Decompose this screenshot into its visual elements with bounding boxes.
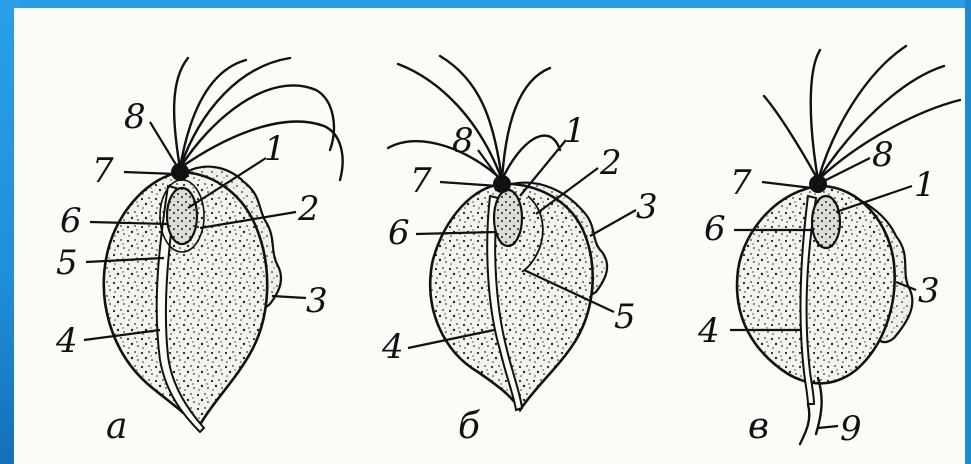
- label-a-4: 4: [55, 321, 78, 361]
- nucleus-a: [167, 188, 197, 244]
- label-b-5: 5: [614, 297, 636, 337]
- label-a-2: 2: [297, 189, 320, 229]
- leader-a-7: [124, 172, 176, 174]
- label-a-1: 1: [264, 129, 286, 169]
- label-c-6: 6: [704, 209, 726, 249]
- label-c-4: 4: [697, 311, 720, 351]
- panel-label-b: б: [458, 406, 481, 447]
- label-c-1: 1: [914, 165, 936, 205]
- leader-b-7: [440, 182, 498, 186]
- panel-b: 8 7 1 2 3 6 5 4 б: [381, 56, 658, 447]
- nucleus-b: [494, 190, 522, 246]
- label-a-7: 7: [92, 151, 114, 191]
- label-b-4: 4: [381, 327, 404, 367]
- label-b-3: 3: [636, 187, 658, 227]
- panel-label-a: а: [106, 406, 127, 447]
- label-c-7: 7: [730, 163, 752, 203]
- leader-a-3: [272, 296, 306, 298]
- nucleus-c: [812, 196, 840, 248]
- label-a-5: 5: [56, 243, 78, 283]
- flagellum-c2: [811, 50, 820, 180]
- flagellum-b4: [502, 68, 550, 180]
- label-a-3: 3: [306, 281, 328, 321]
- leader-c-9: [818, 426, 838, 428]
- label-b-2: 2: [599, 143, 622, 183]
- leader-c-7: [762, 182, 812, 188]
- panel-label-c: в: [748, 406, 769, 447]
- axostyle-tip-c: [816, 378, 822, 434]
- label-b-1: 1: [564, 111, 586, 151]
- leader-b-3: [590, 210, 636, 236]
- label-b-8: 8: [452, 121, 474, 161]
- panel-c: 8 7 1 6 3 4 9 в: [697, 46, 960, 449]
- label-b-6: 6: [388, 213, 410, 253]
- label-c-8: 8: [872, 135, 894, 175]
- label-a-8: 8: [124, 97, 146, 137]
- label-a-6: 6: [60, 201, 82, 241]
- flagellum-b3: [440, 56, 502, 180]
- label-b-7: 7: [410, 161, 432, 201]
- label-c-3: 3: [918, 271, 940, 311]
- panel-a: 8 7 1 2 6 5 3 4 а: [55, 58, 343, 447]
- recurrent-flagellum-c: [800, 404, 809, 444]
- label-c-9: 9: [840, 409, 862, 449]
